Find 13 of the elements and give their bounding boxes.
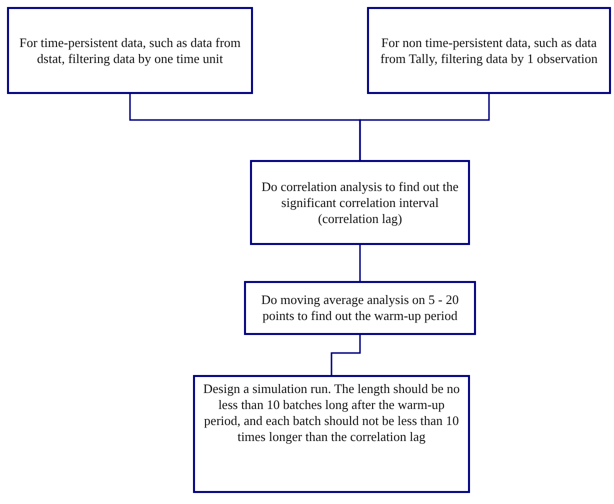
connector-line bbox=[359, 94, 490, 160]
connector-line bbox=[330, 335, 361, 375]
process-box bbox=[193, 375, 470, 493]
connector-line bbox=[359, 245, 361, 281]
box-text: For time-persistent data, such as data from dstat, filtering data by one time unit bbox=[18, 34, 242, 66]
box-text: Design a simulation run. The length should be no less than 10 batches long after the warm-up period, and each batch should not be less than 10 times longer than the correlation lag bbox=[202, 381, 461, 445]
box-text: Do moving average analysis on 5 - 20 points to find out the warm-up period bbox=[260, 292, 460, 324]
process-box bbox=[250, 160, 470, 245]
box-text: For non time-persistent data, such as data from Tally, filtering data by 1 observation bbox=[379, 34, 599, 66]
process-box bbox=[7, 7, 253, 94]
process-box bbox=[367, 7, 611, 94]
box-text: Do correlation analysis to find out the significant correlation interval (correlation lag) bbox=[260, 178, 460, 226]
process-box bbox=[244, 281, 476, 335]
